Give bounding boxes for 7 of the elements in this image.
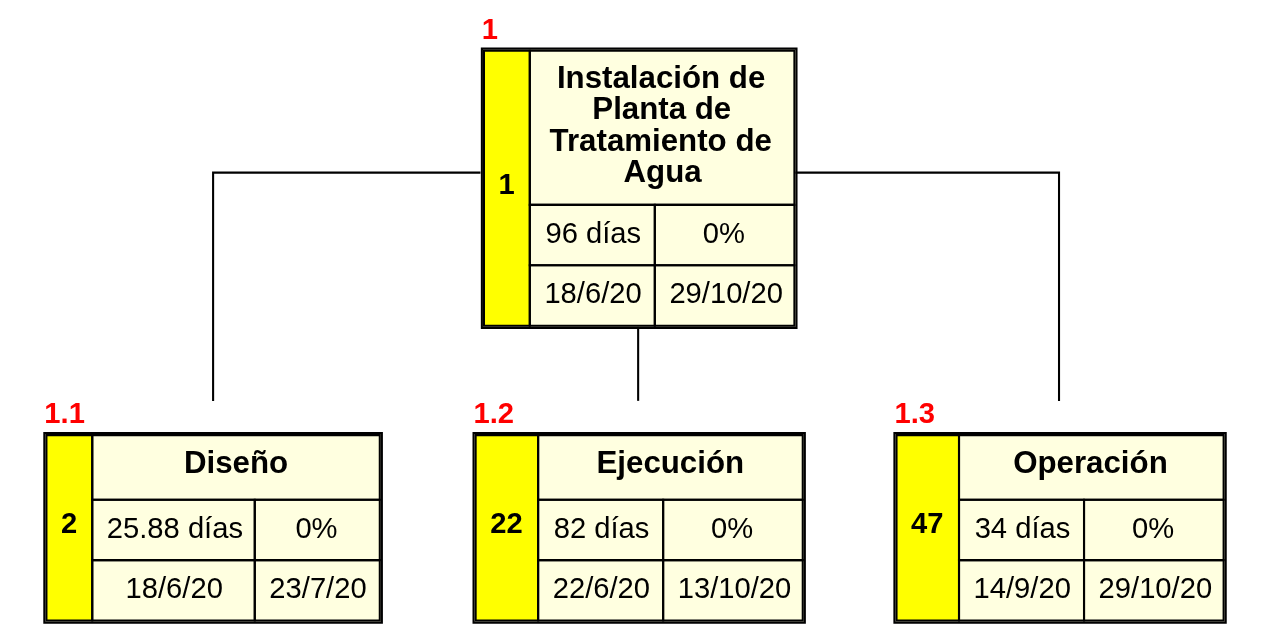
connector xyxy=(636,326,639,401)
connector xyxy=(211,171,480,402)
connector xyxy=(794,171,1060,402)
node-label: 1.3 xyxy=(893,397,935,430)
node-label: 1.1 xyxy=(43,397,85,430)
node-label: 1 xyxy=(481,12,498,45)
node-label: 1.2 xyxy=(473,397,514,430)
